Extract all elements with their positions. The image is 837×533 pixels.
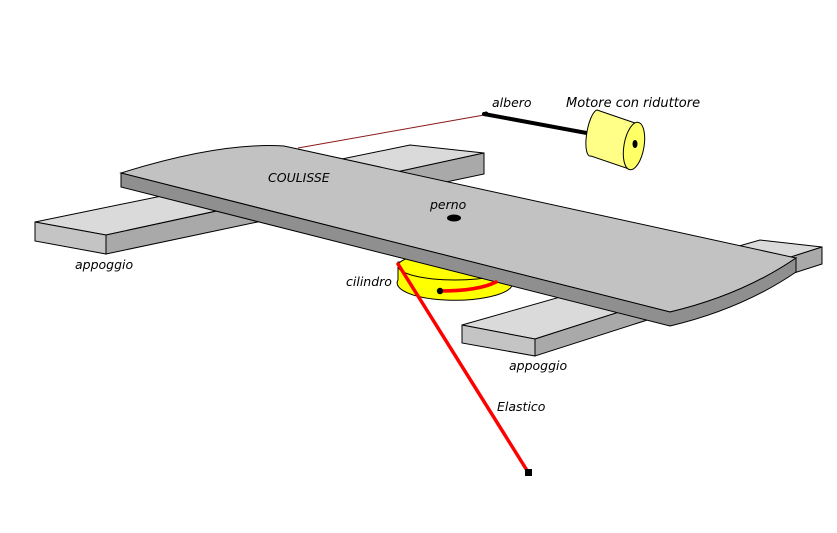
pivot-icon [447,214,461,222]
shaft-end-dot [483,111,489,117]
label-coulisse: COULISSE [268,170,330,185]
string-line [297,114,485,149]
label-appoggio-right: appoggio [509,358,568,373]
elastic-anchor [525,469,532,476]
motor-icon [585,109,646,171]
motor-body [585,109,636,170]
elastic-band [396,262,530,474]
cylinder-pin [436,287,444,295]
plate-front-face [120,172,797,327]
cylinder-arc [438,280,498,293]
shaft-line [482,112,594,136]
label-elastico: Elastico [497,399,546,414]
label-albero: albero [492,95,532,110]
motor-shaft-hole [632,140,638,148]
support-left-end [34,221,107,255]
label-cilindro: cilindro [346,274,392,289]
label-appoggio-left: appoggio [75,257,134,272]
coulisse-plate [119,145,798,327]
label-motore: Motore con riduttore [566,96,700,111]
support-right-end [461,324,536,357]
label-perno: perno [429,197,467,212]
